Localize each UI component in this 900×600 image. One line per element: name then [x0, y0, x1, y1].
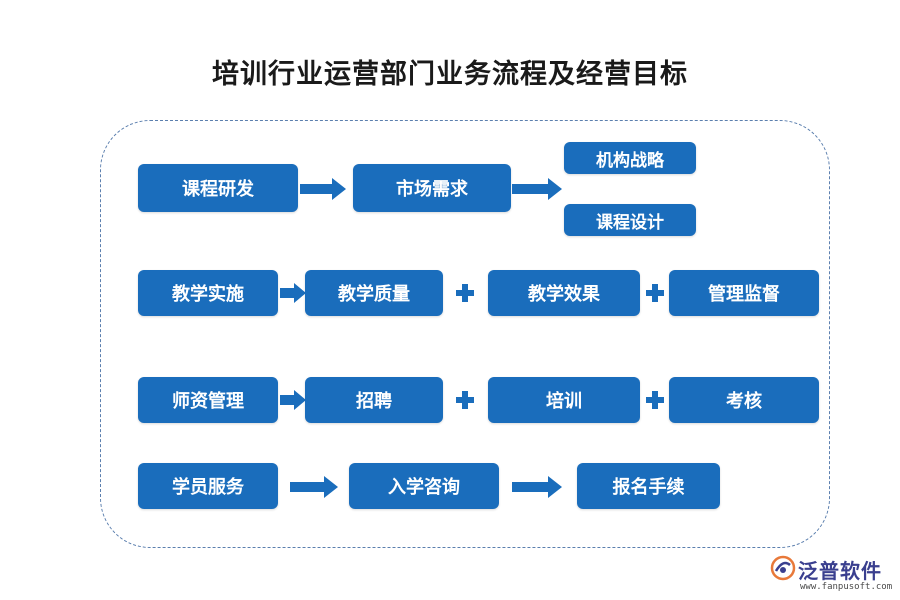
- node-assessment: 考核: [669, 377, 819, 423]
- node-management-supervision: 管理监督: [669, 270, 819, 316]
- node-recruitment: 招聘: [305, 377, 443, 423]
- plus-icon: [456, 284, 474, 302]
- node-registration-procedure: 报名手续: [577, 463, 720, 509]
- arrow-right-icon: [512, 476, 562, 498]
- logo-name: 泛普软件: [798, 559, 882, 583]
- plus-icon: [646, 391, 664, 409]
- arrow-right-icon: [300, 178, 346, 200]
- node-course-design: 课程设计: [564, 204, 696, 236]
- arrow-right-icon: [280, 390, 306, 410]
- node-teaching-quality: 教学质量: [305, 270, 443, 316]
- fanpu-logo-icon: [770, 555, 796, 581]
- node-student-service: 学员服务: [138, 463, 278, 509]
- node-teaching-implementation: 教学实施: [138, 270, 278, 316]
- brand-logo: 泛普软件 www.fanpusoft.com: [770, 553, 895, 597]
- arrow-right-icon: [280, 283, 306, 303]
- node-training: 培训: [488, 377, 640, 423]
- logo-url: www.fanpusoft.com: [800, 582, 893, 592]
- node-teaching-effect: 教学效果: [488, 270, 640, 316]
- node-market-demand: 市场需求: [353, 164, 511, 212]
- diagram-title: 培训行业运营部门业务流程及经营目标: [212, 59, 688, 90]
- node-course-development: 课程研发: [138, 164, 298, 212]
- plus-icon: [646, 284, 664, 302]
- node-enrollment-consultation: 入学咨询: [349, 463, 499, 509]
- plus-icon: [456, 391, 474, 409]
- node-teacher-management: 师资管理: [138, 377, 278, 423]
- node-institution-strategy: 机构战略: [564, 142, 696, 174]
- arrow-right-icon: [512, 178, 562, 200]
- dashed-container: [100, 120, 830, 548]
- arrow-right-icon: [290, 476, 338, 498]
